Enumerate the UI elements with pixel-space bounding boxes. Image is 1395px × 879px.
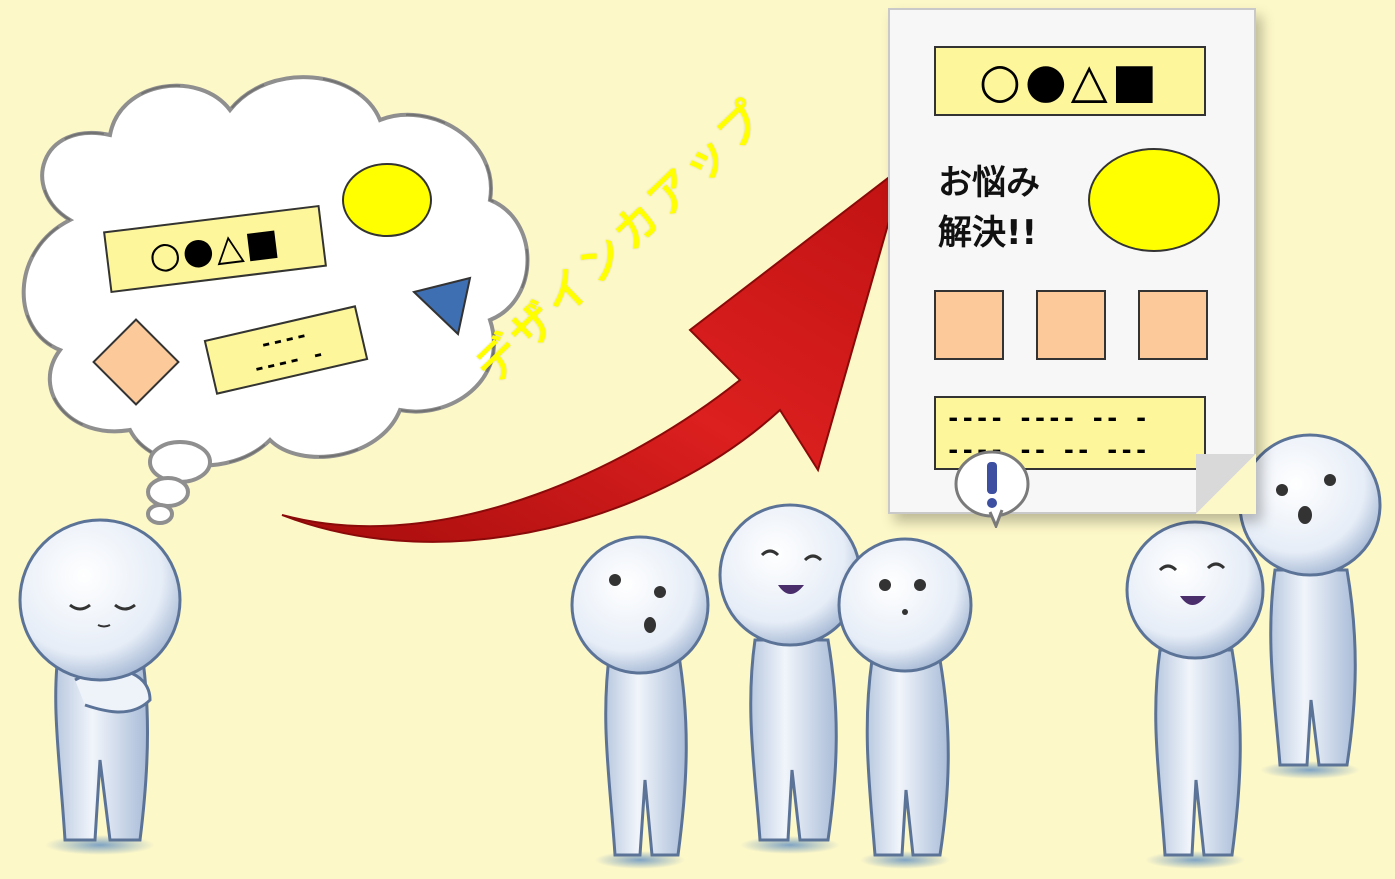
bubble-yellow-circle	[342, 163, 432, 237]
page-fold-corner	[1196, 454, 1256, 514]
document-heading-line1: お悩み	[938, 163, 1040, 203]
document-text-block: ---- ---- -- - ---- -- -- ---	[934, 396, 1206, 470]
group-figure-2	[718, 503, 862, 854]
document-orange-box-1	[934, 290, 1004, 360]
thinking-figure	[18, 518, 182, 855]
exclamation-bubble-icon	[954, 450, 1030, 528]
growth-arrow	[281, 162, 907, 543]
document-title-box: ○●△■	[934, 46, 1206, 116]
document-title-shapes: ○●△■	[978, 53, 1162, 109]
bubble-title-shapes: ○●△■	[146, 220, 284, 278]
group-figure-1	[570, 535, 710, 869]
document-yellow-circle	[1088, 148, 1220, 252]
document-orange-box-3	[1138, 290, 1208, 360]
document-heading: お悩み 解決!!	[938, 158, 1088, 258]
bubble-orange-square	[92, 318, 180, 406]
document-orange-box-2	[1036, 290, 1106, 360]
group-figure-5	[1238, 433, 1382, 779]
group-figure-4	[1125, 520, 1265, 869]
bubble-blue-triangle	[411, 276, 472, 336]
group-figure-3	[837, 537, 973, 869]
document-heading-line2: 解決!!	[938, 213, 1038, 253]
flyer-document: ○●△■ お悩み 解決!! ---- ---- -- - ---- -- -- …	[888, 8, 1256, 514]
